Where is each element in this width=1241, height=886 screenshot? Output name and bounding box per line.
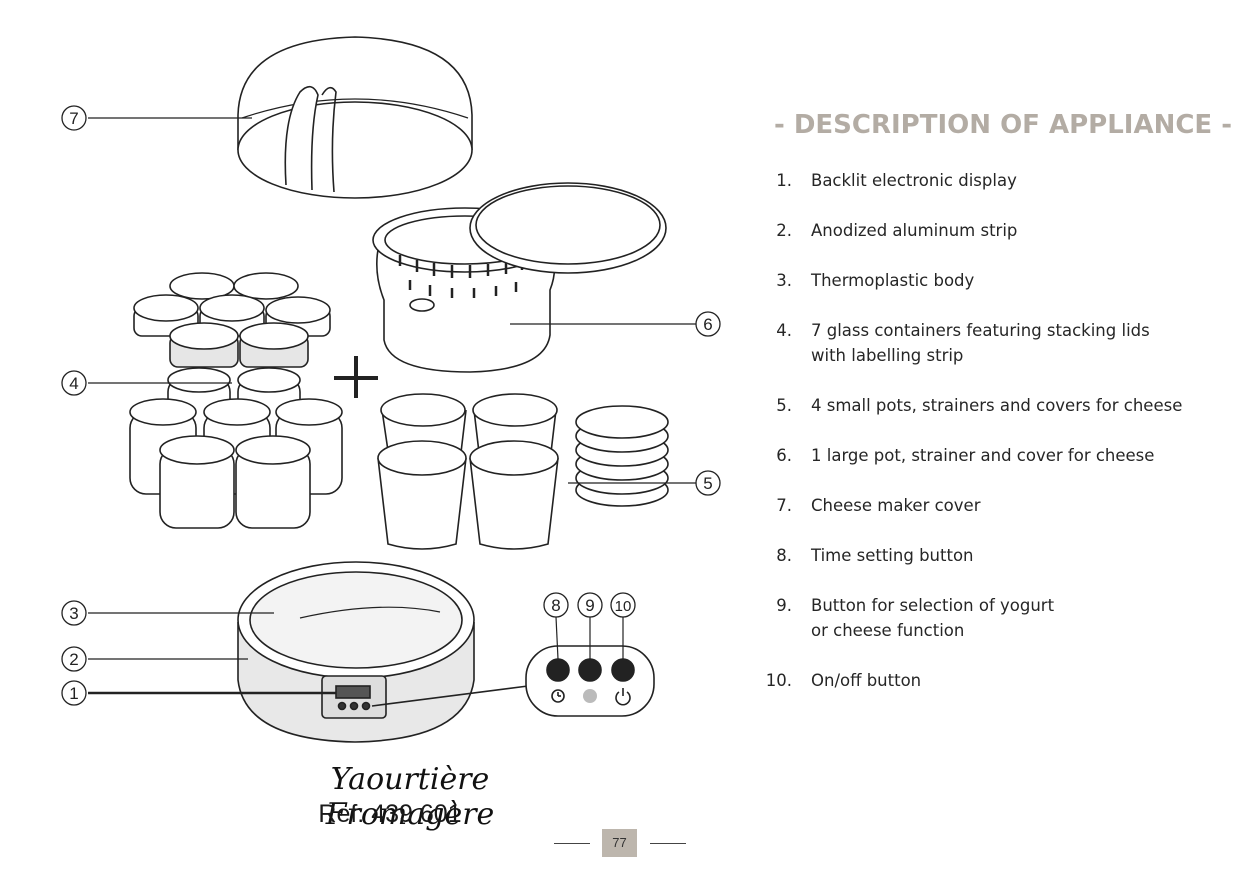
section-title: - DESCRIPTION OF APPLIANCE - — [774, 110, 1233, 140]
svg-text:3: 3 — [69, 604, 78, 623]
clock-icon — [551, 689, 565, 703]
svg-text:9: 9 — [585, 596, 594, 615]
callout-5: 5 — [695, 470, 721, 496]
callout-10: 10 — [610, 592, 636, 618]
yogurt-maker-base-drawing — [88, 561, 529, 743]
callout-1: 1 — [61, 680, 87, 706]
large-cheese-pot-drawing — [372, 182, 696, 373]
product-name: Yaourtière Fromagère — [325, 762, 495, 832]
callout-6: 6 — [695, 311, 721, 337]
callout-4: 4 — [61, 370, 87, 396]
svg-text:4: 4 — [69, 374, 78, 393]
svg-text:10: 10 — [615, 598, 632, 615]
callout-9: 9 — [577, 592, 603, 618]
svg-text:7: 7 — [69, 109, 78, 128]
product-reference: Ref: 439 601 — [318, 800, 462, 828]
power-icon — [615, 688, 631, 706]
appliance-illustration: 7 4 6 5 3 2 1 8 9 10 — [61, 36, 721, 743]
plus-sign — [334, 356, 378, 398]
control-panel-closeup — [525, 616, 655, 717]
svg-text:1: 1 — [69, 684, 78, 703]
svg-text:5: 5 — [703, 474, 712, 493]
svg-text:6: 6 — [703, 315, 712, 334]
half-moon-icon — [583, 689, 597, 703]
callout-7: 7 — [61, 105, 87, 131]
small-cheese-pots-drawing — [377, 393, 696, 550]
glass-jars-drawing — [88, 272, 343, 529]
callout-8: 8 — [543, 592, 569, 618]
svg-text:2: 2 — [69, 650, 78, 669]
footer-rule-left — [554, 843, 590, 844]
page-number: 77 — [602, 829, 637, 857]
footer-rule-right — [650, 843, 686, 844]
callout-2: 2 — [61, 646, 87, 672]
cheese-maker-cover-drawing — [237, 36, 473, 199]
svg-text:8: 8 — [551, 596, 560, 615]
callout-3: 3 — [61, 600, 87, 626]
